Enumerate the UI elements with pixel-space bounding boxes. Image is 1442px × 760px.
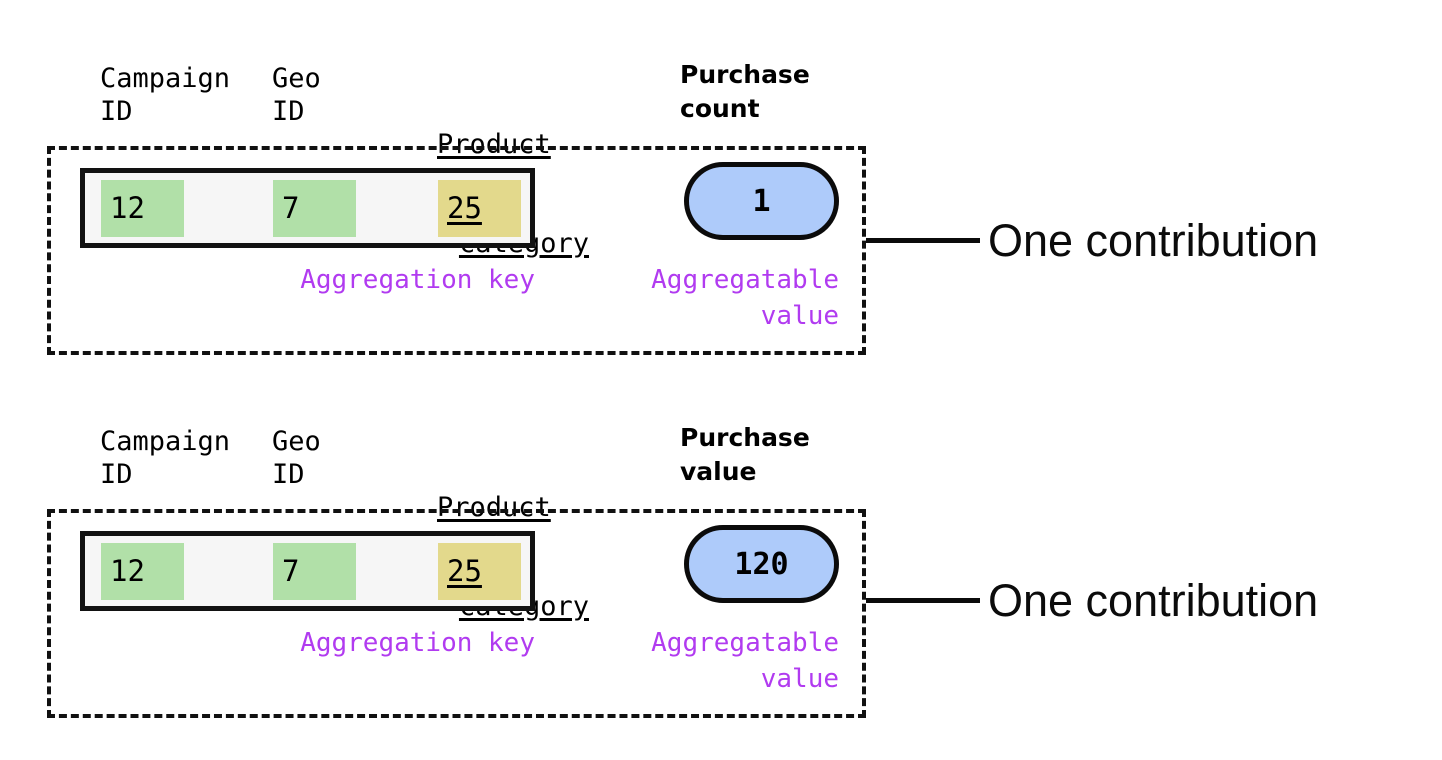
header-campaign-id: Campaign ID xyxy=(100,426,231,490)
header-geo-id: Geo ID xyxy=(272,426,321,490)
aggregatable-value-text: 120 xyxy=(734,546,789,582)
aggregation-key-annotation: Aggregation key xyxy=(300,628,535,658)
contribution-connector-line xyxy=(866,598,980,603)
contribution-connector-line xyxy=(866,238,980,243)
header-purchase-value: Purchase value xyxy=(680,423,810,486)
aggregation-key-box: 12 7 25 xyxy=(80,531,535,611)
contribution-boundary: 12 7 25 120 Aggregation key Aggregatable… xyxy=(47,509,866,718)
key-cell-geo-id: 7 xyxy=(273,542,356,600)
header-campaign-id: Campaign ID xyxy=(100,63,231,127)
key-cell-campaign-id: 12 xyxy=(101,542,184,600)
key-cell-product-category: 25 xyxy=(438,542,521,600)
contribution-caption: One contribution xyxy=(988,575,1319,626)
key-cell-product-category: 25 xyxy=(438,179,521,237)
aggregatable-value-pill: 120 xyxy=(684,525,839,603)
header-geo-id: Geo ID xyxy=(272,63,321,127)
key-cell-campaign-id: 12 xyxy=(101,179,184,237)
key-cell-geo-id: 7 xyxy=(273,179,356,237)
aggregatable-value-text: 1 xyxy=(752,183,771,219)
aggregation-key-annotation: Aggregation key xyxy=(300,265,535,295)
contribution-boundary: 12 7 25 1 Aggregation key Aggregatable v… xyxy=(47,146,866,355)
aggregatable-value-annotation: Aggregatable value xyxy=(651,265,839,331)
contribution-block-purchase-count: Campaign ID Geo ID Product category Purc… xyxy=(47,50,866,355)
column-headers: Campaign ID Geo ID Product category Purc… xyxy=(47,413,866,622)
column-headers: Campaign ID Geo ID Product category Purc… xyxy=(47,50,866,259)
header-purchase-count: Purchase count xyxy=(680,60,810,123)
aggregation-key-box: 12 7 25 xyxy=(80,168,535,248)
contribution-caption: One contribution xyxy=(988,215,1319,266)
contribution-block-purchase-value: Campaign ID Geo ID Product category Purc… xyxy=(47,413,866,718)
aggregatable-value-annotation: Aggregatable value xyxy=(651,628,839,694)
aggregatable-value-pill: 1 xyxy=(684,162,839,240)
header-product-category-line1: Product xyxy=(437,492,551,523)
header-product-category-line1: Product xyxy=(437,129,551,160)
